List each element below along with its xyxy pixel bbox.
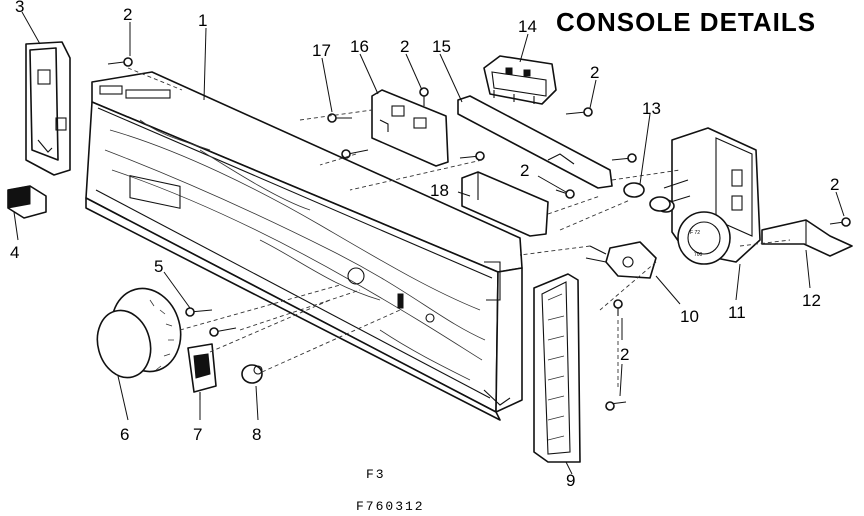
callout-2-b: 2 — [400, 37, 409, 56]
callout-4: 4 — [10, 243, 19, 262]
callout-6: 6 — [120, 425, 129, 444]
callout-3: 3 — [15, 0, 24, 16]
callout-11: 11 — [728, 303, 746, 322]
callout-5: 5 — [154, 257, 163, 276]
figure-label: F3 — [366, 467, 386, 482]
callout-1: 1 — [198, 11, 207, 30]
callout-2-c: 2 — [590, 63, 599, 82]
callout-2: 2 — [123, 5, 132, 24]
lamp-socket-part-10 — [585, 241, 657, 279]
bracket-plate-part-16 — [371, 89, 449, 167]
rocker-switch-part-7 — [187, 343, 217, 400]
callout-15: 15 — [432, 37, 451, 56]
svg-text:F 72: F 72 — [690, 230, 700, 236]
callout-10: 10 — [680, 307, 699, 326]
terminal-block-part-14 — [483, 55, 557, 105]
callout-9: 9 — [566, 471, 575, 490]
spacer-part-13 — [623, 182, 671, 212]
push-button-part-4 — [7, 185, 47, 219]
callout-2-d: 2 — [520, 161, 529, 180]
small-knob-part-8 — [241, 364, 263, 384]
screws — [107, 57, 851, 411]
mounting-bracket-part-15 — [457, 95, 613, 189]
timer-knob-part-6 — [96, 287, 182, 379]
diagram-title: CONSOLE DETAILS — [556, 7, 816, 37]
leader-lines — [13, 11, 845, 475]
bracket-part-12 — [761, 219, 853, 257]
callout-7: 7 — [193, 425, 202, 444]
callout-16: 16 — [350, 37, 369, 56]
callout-12: 12 — [802, 291, 821, 310]
timer-part-11: F 72 700 — [657, 127, 761, 265]
lens-panel-part-9 — [533, 273, 581, 463]
svg-text:700: 700 — [694, 252, 703, 258]
callout-2-e: 2 — [830, 175, 839, 194]
callout-18: 18 — [430, 181, 449, 200]
callout-13: 13 — [642, 99, 661, 118]
callout-17: 17 — [312, 41, 331, 60]
callout-2-f: 2 — [620, 345, 629, 364]
callout-labels: 1 2 3 4 5 6 7 8 9 10 11 12 13 14 15 16 1… — [10, 0, 839, 490]
callout-14: 14 — [518, 17, 537, 36]
end-cap-part-3 — [25, 41, 71, 176]
console-panel-part-1 — [85, 71, 523, 421]
channel-part-18 — [461, 171, 549, 237]
callout-8: 8 — [252, 425, 261, 444]
assembly-lines — [127, 67, 791, 390]
figure-code: F760312 — [356, 499, 425, 514]
